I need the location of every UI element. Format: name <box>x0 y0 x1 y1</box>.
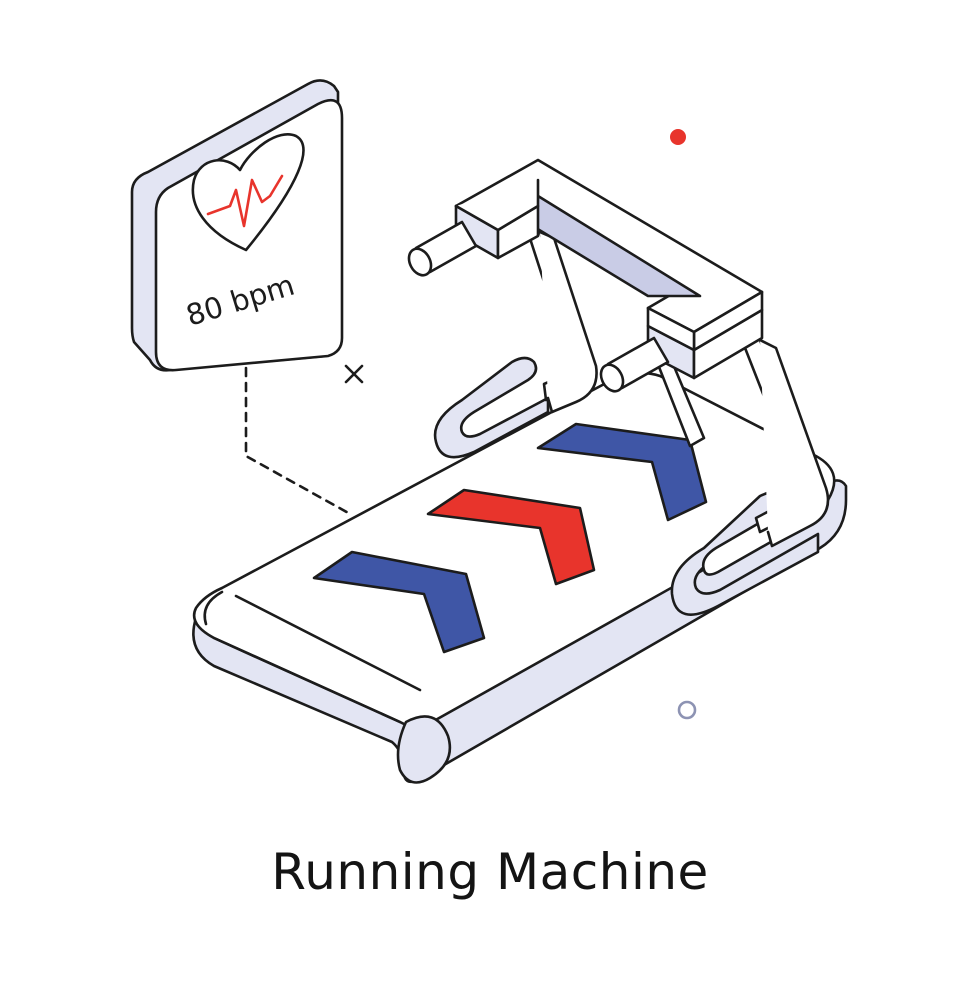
chevron-blue-front <box>312 550 486 654</box>
heart-icon <box>191 133 305 252</box>
console-frame <box>454 158 764 380</box>
heart-rate-monitor: 80 bpm <box>130 79 344 372</box>
chevron-red-middle <box>426 488 596 586</box>
left-grip <box>407 220 478 277</box>
left-handrail <box>433 356 550 459</box>
front-roller <box>396 715 452 784</box>
ring-decoration <box>677 700 697 720</box>
right-grip <box>599 336 670 393</box>
cross-sparkle-icon <box>344 364 364 384</box>
caption-title: Running Machine <box>271 843 709 901</box>
dashed-connector <box>244 336 354 517</box>
treadmill <box>192 158 848 784</box>
pulse-line-icon <box>206 174 284 228</box>
uprights <box>524 224 830 548</box>
chevron-blue-back <box>536 422 708 522</box>
red-dot-decoration <box>670 129 686 145</box>
